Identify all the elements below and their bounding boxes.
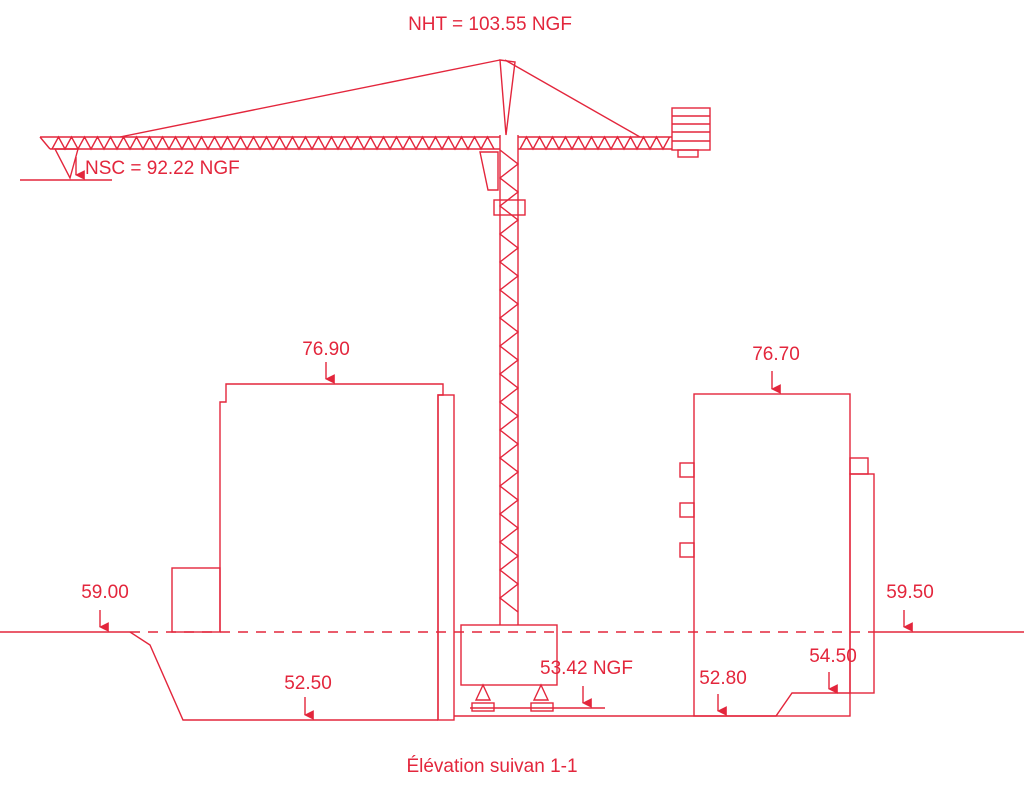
jib-tie-cable xyxy=(119,59,501,138)
crane-foot-left xyxy=(474,683,492,701)
right-roof-level: 76.70 xyxy=(752,344,800,365)
left-bottom-level: 52.50 xyxy=(284,673,332,694)
mast-lattice xyxy=(498,149,520,613)
crane-foot-right xyxy=(532,683,550,701)
counterjib-lattice xyxy=(519,135,671,151)
right-bottom-level: 52.80 xyxy=(699,668,747,689)
level-markers: 76.90 76.70 59.00 59.50 52.50 53.42 NGF … xyxy=(81,339,934,720)
left-excavation-outline xyxy=(129,631,438,721)
left-roof-level: 76.90 xyxy=(302,339,350,360)
ground-left-level: 59.00 xyxy=(81,582,129,603)
left-building xyxy=(171,383,455,721)
elevation-caption: Élévation suivan 1-1 xyxy=(406,756,577,777)
hook-trolley xyxy=(53,148,79,180)
counterweight xyxy=(671,107,711,158)
jib-lattice xyxy=(51,135,495,151)
bottom-slab-line xyxy=(454,692,850,717)
jib-tip xyxy=(39,136,51,150)
counterjib-tie-cable xyxy=(504,59,641,138)
crane-base-level: 53.42 NGF xyxy=(540,658,633,679)
nsc-level-label: NSC = 92.22 NGF xyxy=(85,158,240,179)
crane-pad-right xyxy=(530,702,554,712)
crane-base-block xyxy=(460,624,558,686)
ground-right-level: 59.50 xyxy=(886,582,934,603)
right-step-level: 54.50 xyxy=(809,646,857,667)
crane-pad-left xyxy=(471,702,495,712)
crane-apex xyxy=(499,59,516,136)
operator-cab xyxy=(479,151,499,191)
tower-crane xyxy=(20,59,711,712)
nht-level-label: NHT = 103.55 NGF xyxy=(408,14,572,35)
slewing-ring xyxy=(493,199,526,216)
